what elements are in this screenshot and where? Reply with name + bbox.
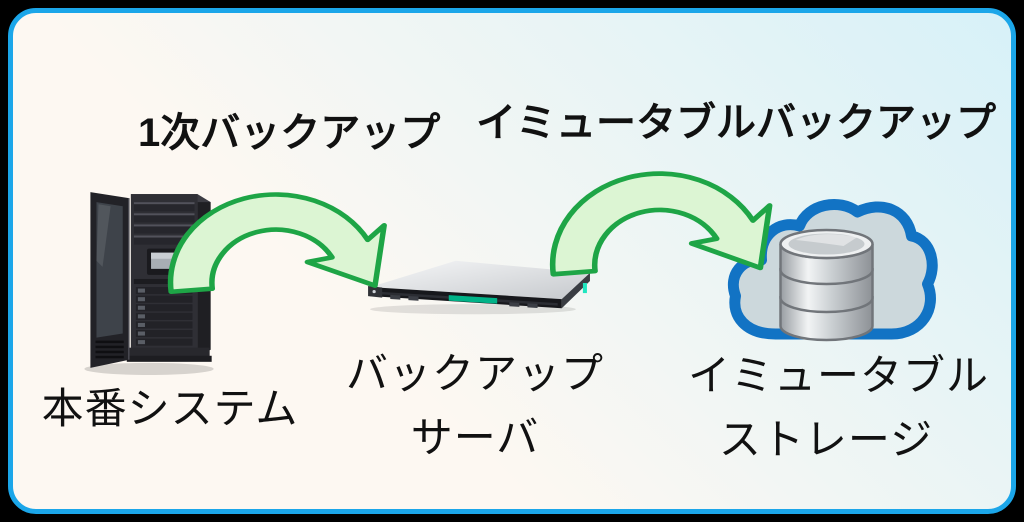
node-label-immutable-storage: イミュータブル ストレージ <box>688 344 990 472</box>
node-label-production: 本番システム <box>41 385 299 432</box>
primary-backup-arrow-icon <box>162 162 418 307</box>
rack-server-icon <box>368 260 590 315</box>
node-label-immutable-storage-line1: イミュータブル <box>688 352 990 399</box>
node-label-backup-server: バックアップ サーバ <box>345 342 605 470</box>
cloud-database-icon <box>727 199 938 342</box>
immutable-backup-arrow-icon <box>544 140 804 290</box>
node-label-backup-server-line1: バックアップ <box>345 350 604 397</box>
flow-label-immutable-backup: イミュータブルバックアップ <box>476 101 996 145</box>
server-rack-icon <box>84 192 214 375</box>
node-label-backup-server-line2: サーバ <box>410 414 540 461</box>
flow-label-primary-backup: 1次バックアップ <box>138 111 441 155</box>
node-label-immutable-storage-line2: ストレージ <box>718 416 934 463</box>
